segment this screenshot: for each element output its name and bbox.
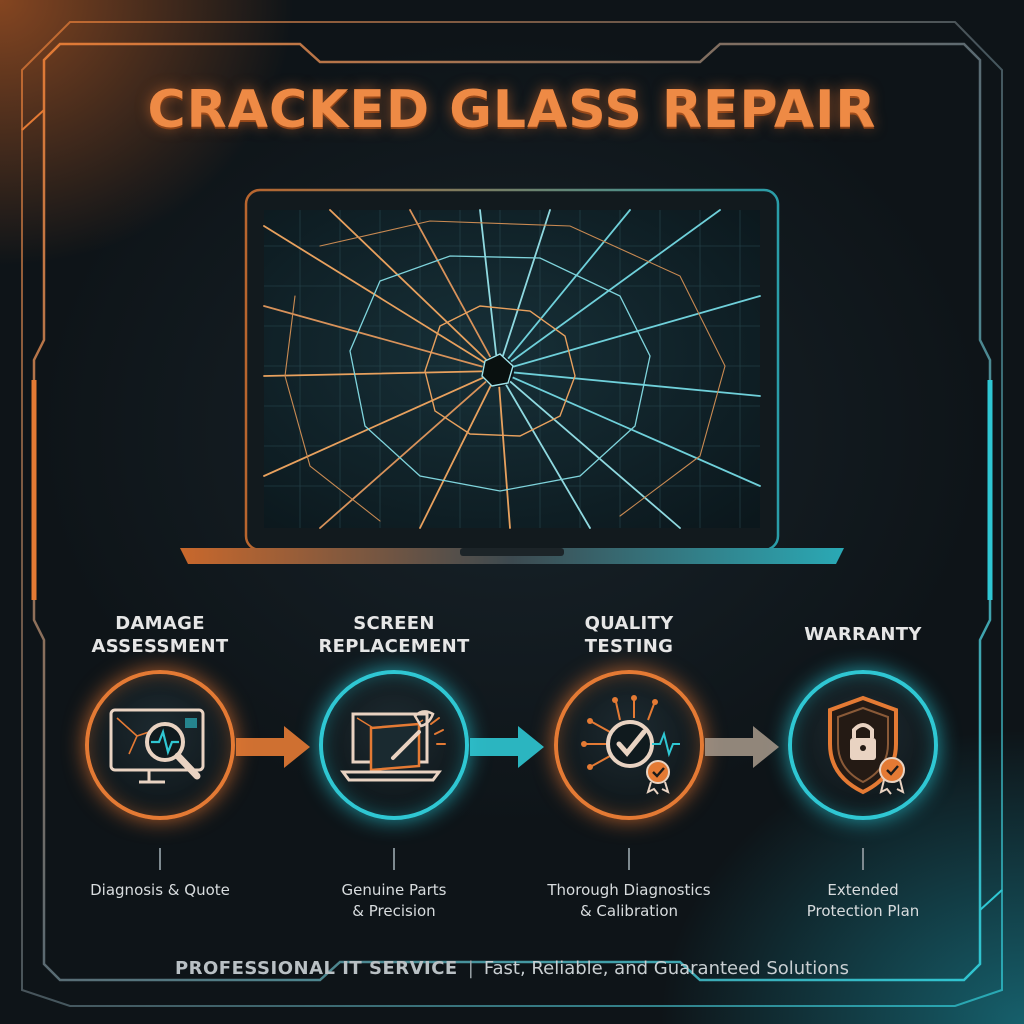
- step-title-line: WARRANTY: [804, 624, 922, 645]
- arrow-right-icon: [470, 726, 544, 768]
- step-desc-warranty: Extended Protection Plan: [753, 880, 973, 922]
- step-title-quality-testing: QUALITY TESTING: [519, 612, 739, 658]
- footer: PROFESSIONAL IT SERVICE | Fast, Reliable, …: [0, 958, 1024, 979]
- footer-brand: PROFESSIONAL IT SERVICE: [174, 958, 458, 979]
- step-title-line: ASSESSMENT: [91, 636, 229, 657]
- step-title-warranty: WARRANTY: [753, 623, 973, 646]
- footer-separator: |: [467, 958, 474, 979]
- step-desc-quality-testing: Thorough Diagnostics & Calibration: [519, 880, 739, 922]
- step-desc-damage-assessment: Diagnosis & Quote: [50, 880, 270, 901]
- arrow-right-icon: [705, 726, 779, 768]
- connector-line: [393, 848, 395, 870]
- shield-lock-icon: [828, 695, 905, 795]
- connector-line: [628, 848, 630, 870]
- step-title-line: DAMAGE: [115, 613, 205, 634]
- step-circle-quality-testing: [554, 670, 704, 820]
- step-desc-line: Genuine Parts: [341, 881, 447, 899]
- step-desc-line: & Precision: [352, 902, 436, 920]
- step-title-line: QUALITY: [584, 613, 674, 634]
- magnifier-monitor-icon: [109, 708, 205, 784]
- page-title: CRACKED GLASS REPAIR: [147, 80, 877, 140]
- step-desc-line: & Calibration: [579, 902, 679, 920]
- step-desc-screen-replacement: Genuine Parts & Precision: [284, 880, 504, 922]
- connector-line: [159, 848, 161, 870]
- step-circle-damage-assessment: [85, 670, 235, 820]
- step-desc-line: Extended: [827, 881, 899, 899]
- footer-tagline: Fast, Reliable, and Guaranteed Solutions: [483, 958, 850, 979]
- step-title-damage-assessment: DAMAGE ASSESSMENT: [50, 612, 270, 658]
- connector-line: [862, 848, 864, 870]
- laptop-cracked-screen-illustration: [180, 188, 844, 564]
- step-title-line: REPLACEMENT: [318, 636, 470, 657]
- step-title-line: SCREEN: [353, 613, 435, 634]
- step-circle-screen-replacement: [319, 670, 469, 820]
- laptop-repair-icon: [340, 710, 446, 782]
- step-circle-warranty: [788, 670, 938, 820]
- step-title-line: TESTING: [584, 636, 674, 657]
- step-title-screen-replacement: SCREEN REPLACEMENT: [284, 612, 504, 658]
- step-desc-line: Protection Plan: [806, 902, 920, 920]
- checkmark-circuit-icon: [581, 695, 680, 795]
- arrow-right-icon: [236, 726, 310, 768]
- step-desc-line: Diagnosis & Quote: [90, 881, 230, 899]
- step-desc-line: Thorough Diagnostics: [547, 881, 711, 899]
